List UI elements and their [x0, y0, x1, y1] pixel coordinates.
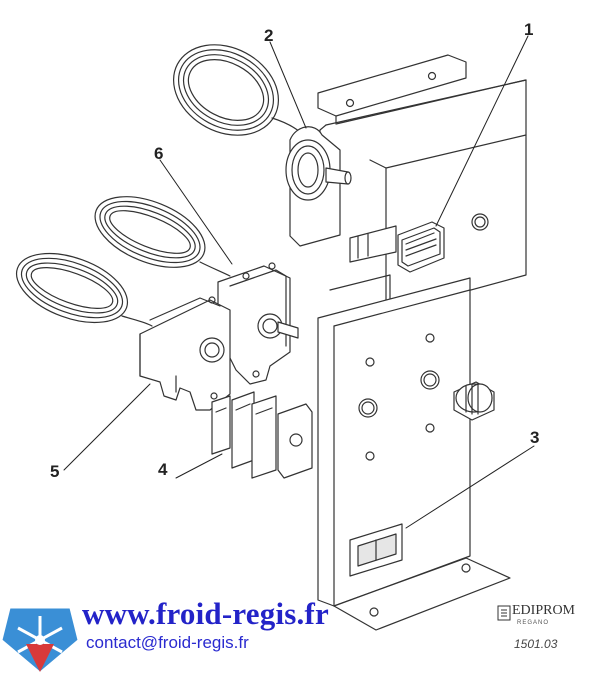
- callout-3: 3: [530, 428, 540, 447]
- callout-5: 5: [50, 462, 60, 481]
- thermostat-6: [94, 196, 299, 385]
- brand-name: EDIPROM: [512, 603, 576, 618]
- reference-number: 1501.03: [514, 637, 558, 651]
- mounting-bracket: [317, 277, 511, 631]
- terminal-connectors: [211, 391, 313, 479]
- callout-1: 1: [524, 20, 534, 39]
- thermostat-5: [15, 252, 231, 411]
- callout-leaders: [63, 35, 535, 529]
- contact-email-link[interactable]: contact@froid-regis.fr: [86, 633, 249, 652]
- thermostat-2: [172, 44, 352, 247]
- callout-4: 4: [158, 460, 168, 479]
- brand-subtitle: REGANO: [517, 620, 550, 626]
- callout-6: 6: [154, 144, 164, 163]
- website-link[interactable]: www.froid-regis.fr: [82, 596, 329, 631]
- ediprom-mark-icon: [497, 605, 511, 621]
- snowflake-logo-icon: [1, 607, 79, 673]
- pilot-light: [349, 221, 445, 273]
- callout-2: 2: [264, 26, 274, 45]
